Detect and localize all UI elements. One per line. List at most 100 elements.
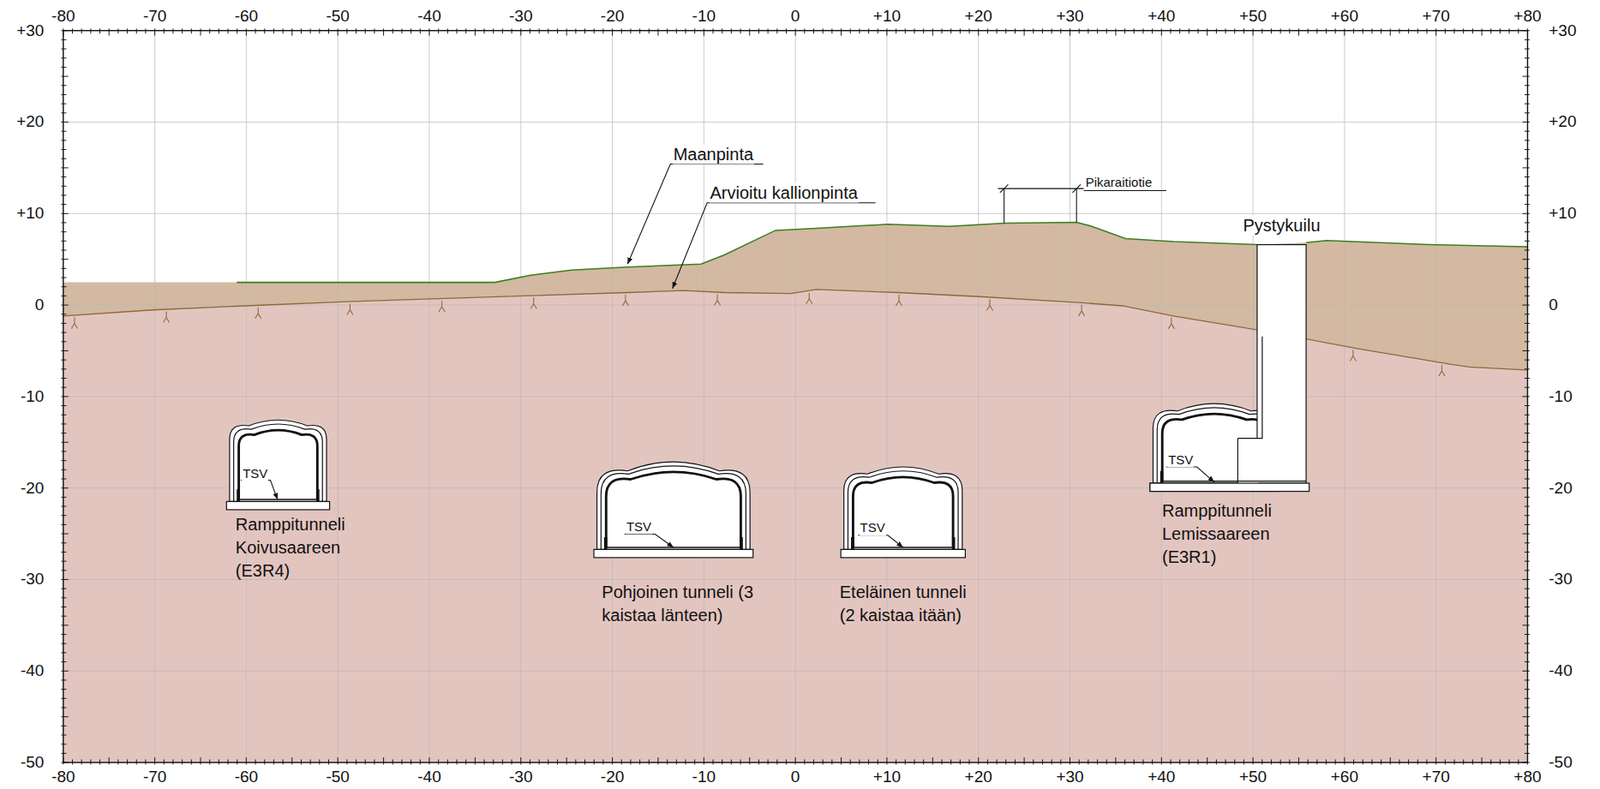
tick (575, 28, 576, 34)
tick (1524, 515, 1530, 516)
tick (60, 414, 66, 416)
tsv-label: TSV (1167, 452, 1194, 468)
tick (291, 28, 293, 36)
tick (1524, 460, 1530, 462)
tick (60, 405, 66, 407)
tick (676, 759, 678, 765)
tick (1524, 643, 1530, 645)
tick (1151, 28, 1153, 34)
tick (1014, 759, 1016, 765)
tick (1252, 28, 1254, 36)
tick (191, 759, 192, 765)
tick (666, 759, 668, 765)
tick (539, 28, 540, 34)
tick (172, 28, 174, 34)
tick (126, 759, 128, 765)
rock-symbol (895, 294, 902, 306)
tick (1524, 606, 1530, 608)
tick (749, 757, 750, 765)
tick (60, 469, 66, 471)
tick (740, 28, 742, 34)
axis-label: +20 (964, 767, 994, 787)
tick (60, 588, 66, 590)
tick (60, 221, 66, 223)
tick (996, 28, 998, 34)
tick (1390, 28, 1391, 36)
tick (60, 313, 66, 315)
axis-label: -30 (508, 767, 534, 787)
axis-label: +30 (1054, 6, 1085, 26)
tick (60, 432, 66, 434)
tick (60, 185, 66, 187)
tick (1161, 757, 1163, 765)
tick (684, 28, 686, 34)
tick (1371, 759, 1373, 765)
tick (1524, 725, 1530, 727)
tick (60, 213, 68, 215)
axis-label: -70 (142, 6, 168, 26)
tick (81, 759, 83, 765)
rock-symbol (1349, 349, 1356, 361)
shaft-wall (1237, 336, 1263, 484)
tick (60, 624, 68, 626)
axis-label: +70 (1421, 6, 1451, 26)
tick (868, 28, 869, 34)
tick (713, 759, 714, 765)
tick (154, 28, 156, 36)
tick (1188, 28, 1190, 34)
tick (996, 759, 998, 765)
tick (1426, 28, 1427, 34)
tick (932, 28, 934, 36)
tick (1472, 28, 1474, 34)
tick (60, 661, 66, 663)
tick (1114, 28, 1116, 36)
tick (1522, 579, 1530, 581)
rock-symbol (1438, 365, 1445, 377)
rock-surface-line (63, 289, 1529, 371)
rock-symbol (1078, 305, 1085, 317)
tick (60, 725, 66, 727)
tick (236, 28, 238, 34)
axis-label: +80 (1512, 767, 1542, 787)
floor-slab (1150, 483, 1310, 492)
tick (1078, 28, 1080, 34)
tick (456, 759, 458, 765)
tick (1005, 759, 1007, 765)
tick (60, 533, 68, 535)
tick (1261, 28, 1263, 34)
tick (502, 759, 504, 765)
grid-line (63, 121, 1529, 123)
tick (1042, 28, 1043, 34)
tick (60, 149, 66, 150)
tick (310, 759, 312, 765)
tick (71, 28, 73, 34)
tick (410, 28, 412, 34)
tick (60, 579, 68, 581)
tick (1198, 759, 1199, 765)
tick (60, 423, 66, 425)
tick (1307, 28, 1309, 34)
tick (694, 28, 696, 34)
axis-label: +30 (1054, 767, 1085, 787)
tick (803, 759, 805, 765)
tick (1524, 48, 1530, 50)
leader-line (672, 203, 876, 289)
tick (1524, 221, 1530, 223)
tick (858, 759, 860, 765)
axis-label: +40 (1146, 767, 1176, 787)
tick (913, 28, 915, 34)
tick (1435, 757, 1437, 765)
tick (245, 28, 247, 36)
axis-label: -30 (1547, 570, 1573, 590)
axis-label: +80 (1512, 6, 1542, 26)
tick (822, 28, 824, 34)
axis-label: +60 (1330, 6, 1360, 26)
tick (831, 759, 833, 765)
tick (767, 759, 769, 765)
tick (629, 759, 631, 765)
tick (1243, 28, 1245, 34)
tick (1335, 759, 1337, 765)
axis-label: +10 (872, 767, 902, 787)
tick (840, 28, 842, 36)
tick (1524, 679, 1530, 681)
